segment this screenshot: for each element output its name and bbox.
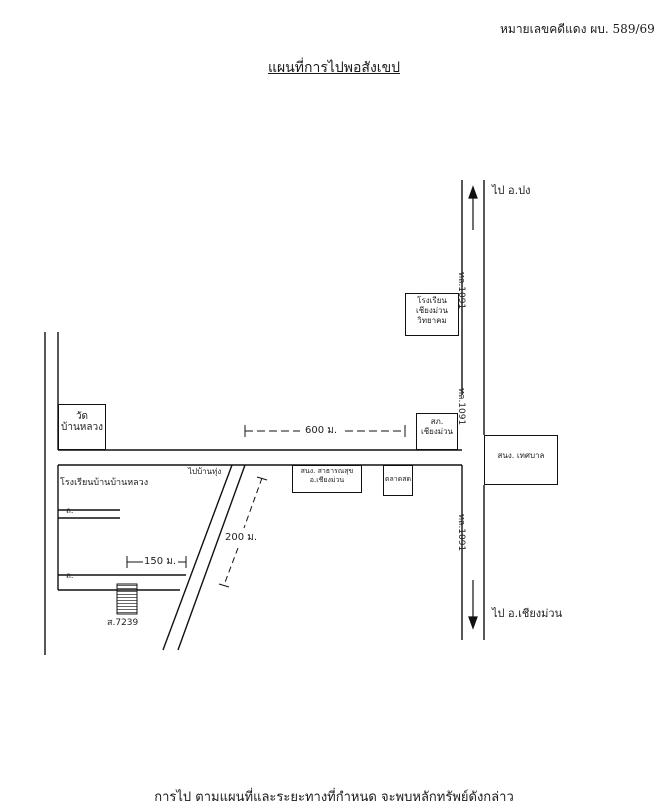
south-direction-label: ไป อ.เชียงม่วน bbox=[492, 607, 563, 620]
municipality-box: สนง. เทศบาล bbox=[484, 435, 558, 485]
school-chiangmuan-box: โรงเรียน เชียงม่วน วิทยาคม bbox=[405, 293, 459, 336]
page-title: แผนที่การไปพอสังเขป bbox=[267, 60, 401, 76]
highway-label-south: ทล.1091 bbox=[456, 514, 466, 552]
parcel-label: ส.7239 bbox=[107, 618, 139, 628]
district-office-label: สนง. สาธารณสุข อ.เชียงม่วน bbox=[300, 467, 354, 484]
road-label-2: ถ. bbox=[66, 571, 74, 580]
municipality-label: สนง. เทศบาล bbox=[497, 451, 545, 460]
market-label: ตลาดสด bbox=[384, 475, 412, 483]
temple-box: วัด บ้านหลวง bbox=[58, 404, 106, 450]
distance-200m-label: 200 ม. bbox=[225, 532, 258, 543]
school-banluang-label: โรงเรียนบ้านบ้านหลวง bbox=[60, 478, 149, 488]
diagonal-road-right bbox=[177, 464, 246, 651]
footer-note: การไป ตามแผนที่และระยะทางที่กำหนด จะพบหล… bbox=[154, 790, 514, 805]
market-box: ตลาดสด bbox=[383, 465, 413, 496]
district-office-box: สนง. สาธารณสุข อ.เชียงม่วน bbox=[292, 465, 362, 493]
north-direction-label: ไป อ.ปง bbox=[492, 184, 531, 197]
distance-600m-label: 600 ม. bbox=[305, 425, 338, 436]
distance-150m-label: 150 ม. bbox=[144, 556, 177, 567]
target-parcel bbox=[116, 583, 138, 615]
diagonal-road-left bbox=[162, 464, 233, 651]
school-chiangmuan-label: โรงเรียน เชียงม่วน วิทยาคม bbox=[416, 296, 448, 325]
temple-label: วัด บ้านหลวง bbox=[60, 411, 104, 433]
to-village-label: ไปบ้านทุ่ง bbox=[188, 467, 222, 476]
document-number: หมายเลขคดีแดง ผบ. 589/69 bbox=[500, 22, 655, 36]
police-station-box: สภ. เชียงม่วน bbox=[416, 413, 458, 450]
road-label-1: ถ. bbox=[66, 506, 74, 515]
police-station-label: สภ. เชียงม่วน bbox=[421, 417, 453, 436]
